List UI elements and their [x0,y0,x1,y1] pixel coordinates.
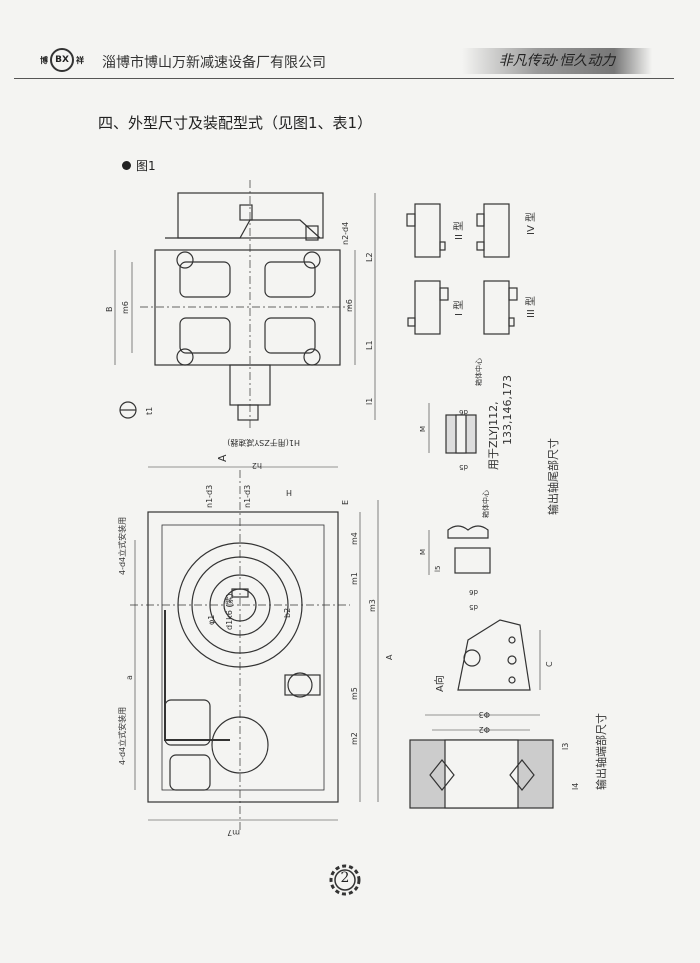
logo-mark: BX [50,48,74,72]
dim-m5: m5 [350,687,359,700]
zlyj-models: 133,146,173 [501,375,514,445]
vertical-mount-note-top: 4-d4立式安装用 [117,517,127,575]
type-II-label: II 型 [452,221,465,240]
dim-m1: m1 [350,572,359,585]
dim-d1k6: d1k6 (紫) [225,593,234,630]
dim-d6-top: d6 [459,408,468,416]
logo-text-left: 博 [40,55,48,65]
dim-m4: m4 [350,532,359,545]
dim-n2-d4: n2-d4 [341,222,350,245]
dim-d6-bottom: d6 [469,588,478,596]
dim-phi1: φ1 [207,615,216,625]
output-shaft-tail-detail [428,403,491,575]
dim-m7: m7 [227,828,240,837]
dim-M-bottom: M [419,549,427,555]
dim-m3: m3 [368,599,377,612]
page-number: 2 [340,870,350,886]
gear-icon [329,864,361,896]
figure-label: 图1 [122,157,156,174]
dim-phi3: Φ3 [479,710,490,719]
dim-H: H [286,488,292,497]
type-IV-label: IV 型 [524,212,537,235]
dim-l5: l5 [434,566,442,572]
assembly-types [406,203,518,335]
dim-l1: l1 [365,398,374,405]
tail-dims-caption: 输出轴尾部尺寸 [546,438,560,515]
view-A-direction-label: A向 [433,675,446,692]
view-A-arrow: A [216,454,229,462]
dim-m6: m6 [121,301,130,314]
a-direction-detail [409,619,554,809]
page-number-badge: 2 [327,862,363,898]
dim-l4: l4 [571,783,580,790]
section-title: 四、外型尺寸及装配型式（见图1、表1） [98,114,373,132]
logo-text-right: 祥 [76,55,84,65]
dim-L1: L1 [365,340,374,350]
zlyj-note: 用于ZLYJ112, [487,401,500,470]
dim-M-top: M [419,426,427,432]
top-view [114,180,376,430]
company-logo: 博 BX 祥 [40,48,84,72]
dim-t1: t1 [145,407,154,415]
end-dims-caption: 输出轴端部尺寸 [594,713,608,790]
dim-n1-d3: n1-d3 [205,485,214,508]
dim-d5-top: d5 [459,463,468,471]
dim-H1: H1(用于ZSY减速器) [227,438,300,448]
type-I-label: I 型 [452,300,465,316]
front-view [130,466,379,830]
type-III-label: III 型 [524,296,537,318]
box-center-label-2: 箱体中心 [481,490,490,518]
dim-d5-bottom: d5 [469,603,478,611]
dim-h2: h2 [252,461,262,470]
company-name: 淄博市博山万新减速设备厂有限公司 [102,55,326,71]
dim-B: B [105,307,114,313]
dim-m6-right: m6 [345,299,354,312]
dim-A: A [385,654,394,660]
dim-a: a [125,675,134,680]
dim-l3: l3 [561,743,570,750]
dim-n1-d3-b: n1-d3 [243,485,252,508]
vertical-mount-note-bottom: 4-d4立式安装用 [117,707,127,765]
dim-m2: m2 [350,732,359,745]
dim-L2: L2 [365,252,374,262]
slogan-banner: 非凡传动·恒久动力 [462,48,652,74]
dim-b2: b2 [283,608,292,618]
dim-C: C [545,661,554,667]
dim-E: E [341,500,350,505]
box-center-label-1: 箱体中心 [474,358,483,386]
header-divider [14,78,674,79]
dim-phi2: Φ2 [479,725,490,734]
